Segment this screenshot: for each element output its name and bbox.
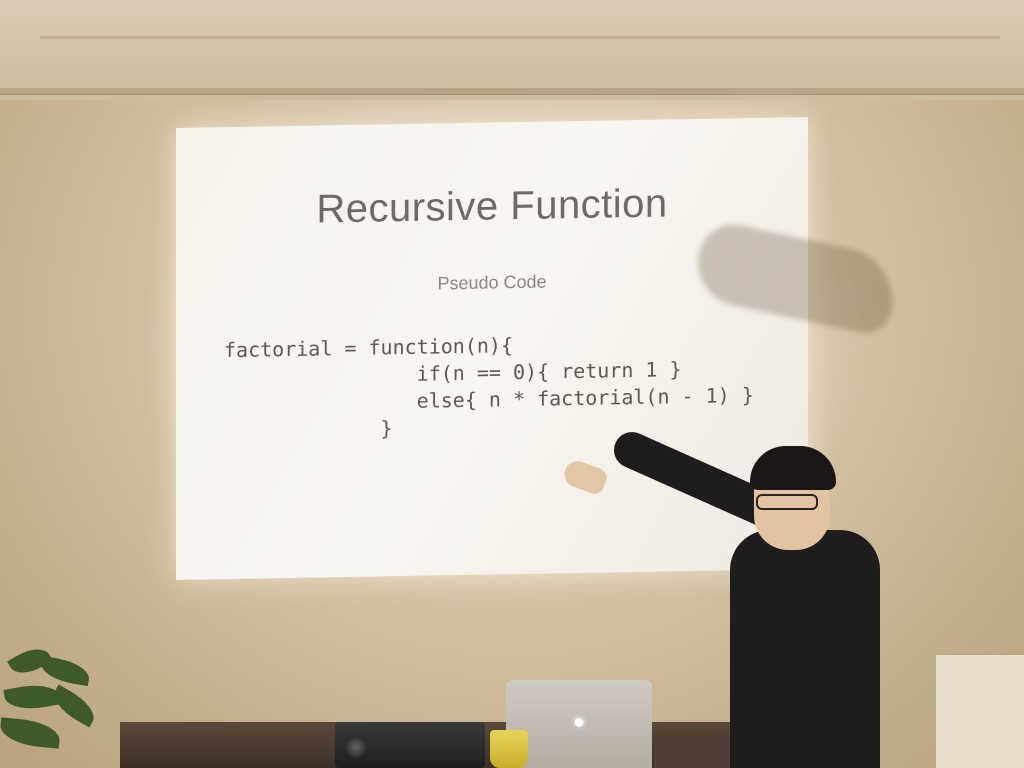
plant-leaf xyxy=(0,717,62,749)
plant-leaf xyxy=(38,655,92,687)
glasses-icon xyxy=(756,494,818,510)
plant-leaf xyxy=(47,684,101,728)
whiteboard xyxy=(936,655,1024,768)
laptop: ● xyxy=(506,680,652,768)
projector xyxy=(335,722,485,768)
slide-title: Recursive Function xyxy=(316,181,668,232)
ceiling-cable xyxy=(40,36,1000,39)
yellow-mug xyxy=(490,730,528,768)
plant-leaf xyxy=(3,680,62,714)
presenter xyxy=(560,426,900,768)
presenter-hand xyxy=(560,457,610,497)
slide-code: factorial = function(n){ if(n == 0){ ret… xyxy=(224,333,754,441)
potted-plant xyxy=(0,640,110,768)
ceiling-pipe xyxy=(0,88,1024,95)
ceiling xyxy=(0,0,1024,100)
apple-logo-icon: ● xyxy=(572,711,586,733)
presenter-hair xyxy=(750,446,836,490)
presenter-torso xyxy=(730,530,880,768)
projector-lens xyxy=(345,736,367,758)
